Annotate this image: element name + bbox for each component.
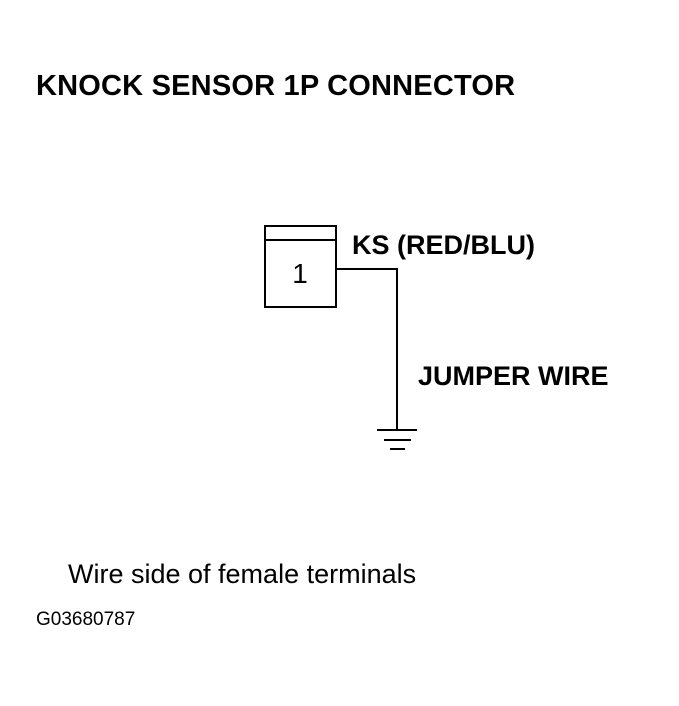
pin-number: 1 (292, 258, 308, 289)
connector-1p: 1 (264, 225, 337, 308)
figure-id: G03680787 (36, 609, 136, 630)
diagram-title: KNOCK SENSOR 1P CONNECTOR (36, 70, 516, 102)
jumper-wire (337, 268, 398, 429)
connector-body (264, 225, 337, 308)
jumper-wire-label: JUMPER WIRE (418, 361, 609, 391)
wire-label: KS (RED/BLU) (352, 230, 535, 260)
diagram-caption: Wire side of female terminals (68, 559, 417, 589)
ground-icon (377, 429, 417, 450)
